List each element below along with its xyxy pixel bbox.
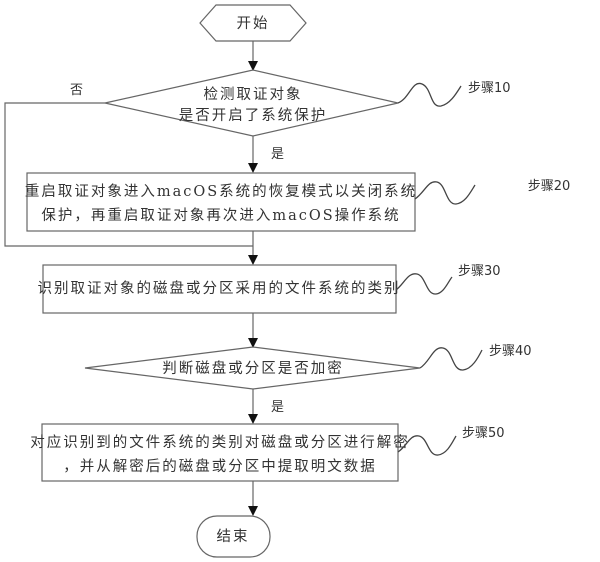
arrowhead [248,414,258,424]
step40-line1: 判断磁盘或分区是否加密 [162,359,344,377]
arrowhead [248,255,258,265]
start-node: 开始 [199,4,307,42]
step20-label: 步骤20 [528,179,571,194]
process-step30: 识别取证对象的磁盘或分区采用的文件系统的类别 [38,264,401,314]
step20-callout-wave [414,181,476,205]
decision-step40: 判断磁盘或分区是否加密 [84,346,421,390]
step10-label: 步骤10 [468,81,511,96]
step30-label: 步骤30 [458,264,501,279]
yes-label-2: 是 [271,400,284,415]
step30-line1: 识别取证对象的磁盘或分区采用的文件系统的类别 [38,279,401,297]
step10-line2: 是否开启了系统保护 [179,107,328,124]
step50-callout-wave [397,435,457,456]
arrowhead [248,61,258,71]
step10-line1: 检测取证对象 [204,86,303,103]
start-label: 开始 [237,15,270,32]
step20-line2: 保护，再重启取证对象再次进入macOS操作系统 [41,207,400,224]
step10-callout-wave [397,82,462,107]
arrowhead [248,338,258,348]
no-label: 否 [70,83,83,98]
yes-label-1: 是 [271,147,284,162]
step40-label: 步骤40 [489,344,532,359]
step20-line1: 重启取证对象进入macOS系统的恢复模式以关闭系统 [25,182,417,200]
end-label: 结束 [217,528,250,545]
arrowhead [248,163,258,173]
edge-step10-no [4,102,253,247]
step50-label: 步骤50 [462,426,505,441]
process-step20: 重启取证对象进入macOS系统的恢复模式以关闭系统 保护，再重启取证对象再次进入… [25,172,417,232]
step30-callout-wave [395,273,453,295]
step50-line1: 对应识别到的文件系统的类别对磁盘或分区进行解密 [30,433,410,451]
end-node: 结束 [196,515,271,558]
step50-line2: ，并从解密后的磁盘或分区中提取明文数据 [63,457,377,475]
process-step50: 对应识别到的文件系统的类别对磁盘或分区进行解密 ，并从解密后的磁盘或分区中提取明… [30,423,410,482]
decision-step10: 检测取证对象 是否开启了系统保护 [104,69,399,137]
step40-callout-wave [419,347,483,371]
arrowhead [248,506,258,516]
